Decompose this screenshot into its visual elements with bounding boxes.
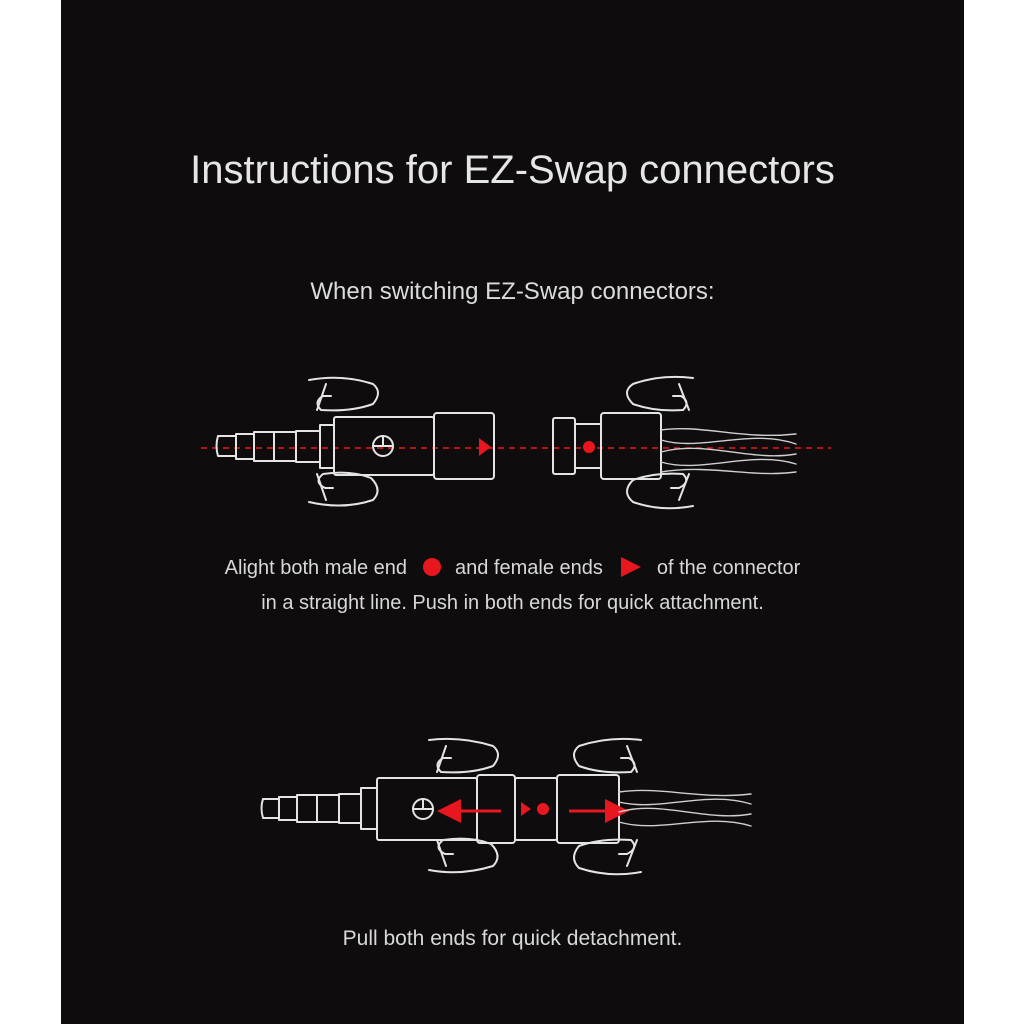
male-end-marker-icon: [583, 441, 595, 453]
page-title: Instructions for EZ-Swap connectors: [190, 148, 835, 192]
female-socket-right: [552, 375, 797, 510]
caption-male-text: Alight both male end: [224, 557, 407, 579]
caption-alignment-line1: Alight both male end and female ends of th…: [61, 557, 964, 580]
connected-plug-assembly: [260, 737, 752, 876]
instruction-panel: Instructions for EZ-Swap connectors When…: [61, 0, 964, 1024]
diagram-connected-connectors: [260, 737, 752, 876]
female-end-marker-icon: [521, 802, 531, 816]
red-triangle-icon: [620, 557, 641, 577]
section-subtitle: When switching EZ-Swap connectors:: [310, 278, 715, 305]
connector-illustrations: [201, 375, 831, 876]
male-end-marker-icon: [537, 803, 549, 815]
caption-female-text: and female ends: [455, 557, 603, 579]
diagram-aligned-connectors: [201, 375, 831, 510]
caption-alignment-line2: in a straight line. Push in both ends fo…: [261, 592, 764, 614]
female-end-marker-icon: [479, 438, 491, 456]
red-dot-icon: [423, 558, 441, 576]
male-plug-left: [215, 376, 495, 507]
caption-connector-text: of the connector: [656, 557, 801, 579]
caption-detachment: Pull both ends for quick detachment.: [342, 927, 683, 950]
